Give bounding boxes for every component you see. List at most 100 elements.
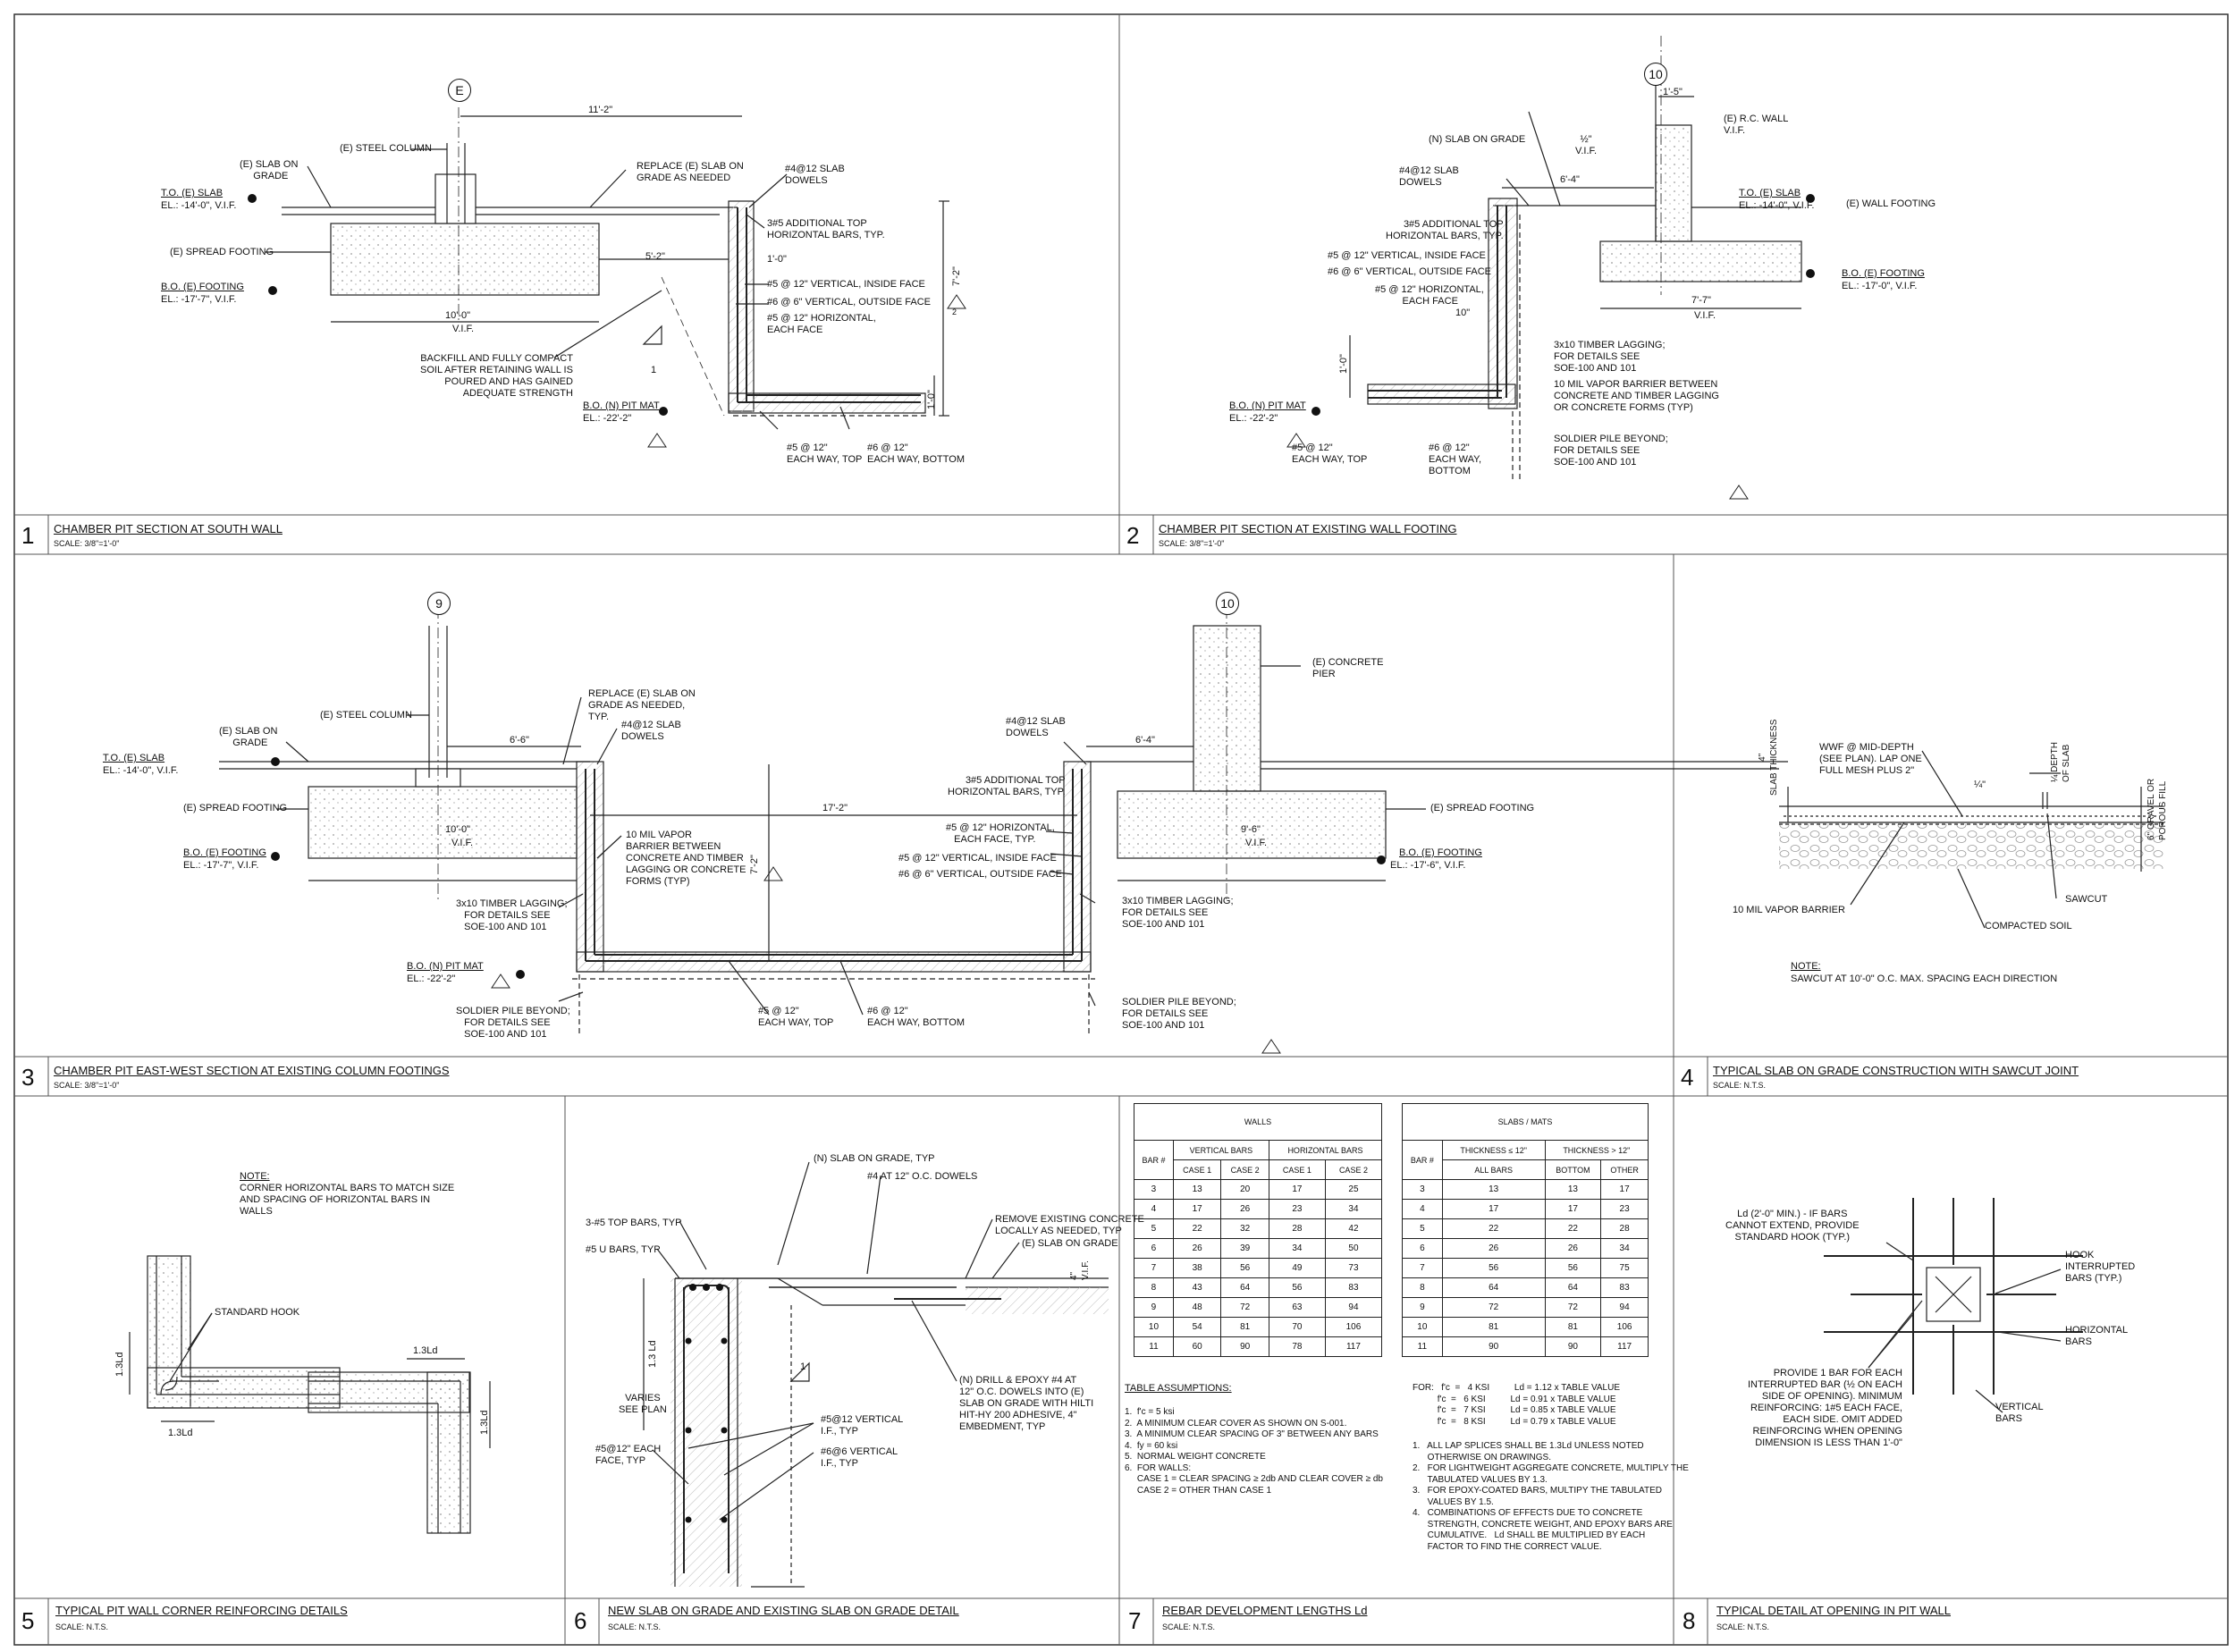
label-standard-hook: STANDARD HOOK [215, 1307, 300, 1318]
label-vapor-barrier: 10 MIL VAPOR BARRIER [1733, 905, 1845, 915]
note-text: CORNER HORIZONTAL BARS TO MATCH SIZE AND… [240, 1183, 455, 1217]
table-cell: 17 [1441, 1199, 1546, 1219]
table-cell: 5 [1402, 1218, 1443, 1239]
label-top-bars: #5 @ 12" EACH WAY, TOP [758, 1006, 834, 1028]
column-header: OTHER [1600, 1159, 1649, 1180]
label-ld-note: Ld (2'-0" MIN.) - IF BARS CANNOT EXTEND,… [1725, 1209, 1860, 1243]
table-cell: 117 [1324, 1336, 1383, 1357]
label-sawcut: SAWCUT [2065, 894, 2108, 905]
table-cell: 28 [1600, 1218, 1649, 1239]
label-u-bars: #5 U BARS, TYP [586, 1244, 661, 1255]
label-slab-on-grade: (E) SLAB ON GRADE [240, 159, 299, 181]
label-vertical-inside: #5 @ 12" VERTICAL, INSIDE FACE [1328, 250, 1486, 261]
table-cell: 90 [1441, 1336, 1546, 1357]
column-header: CASE 2 [1324, 1159, 1383, 1180]
table-cell: 26 [1172, 1238, 1222, 1259]
column-header: CASE 1 [1268, 1159, 1326, 1180]
table-cell: 56 [1544, 1258, 1602, 1278]
label-vapor-barrier: 10 MIL VAPOR BARRIER BETWEEN CONCRETE AN… [626, 830, 746, 887]
dimension-label: 1.3Ld [479, 1410, 490, 1435]
dimension-label: 1.3Ld [114, 1352, 125, 1377]
table-cell: 49 [1268, 1258, 1326, 1278]
column-header: BOTTOM [1544, 1159, 1602, 1180]
label-timber-lagging: 3x10 TIMBER LAGGING; FOR DETAILS SEE SOE… [1122, 896, 1234, 930]
detail-scale: SCALE: N.T.S. [1716, 1622, 1770, 1631]
label-gravel: 6" GRAVEL OR POROUS FILL [2146, 778, 2168, 840]
label-bo-footing: B.O. (E) FOOTING [1842, 268, 1925, 279]
column-header: CASE 1 [1172, 1159, 1222, 1180]
detail-title: CHAMBER PIT SECTION AT EXISTING WALL FOO… [1159, 522, 1457, 535]
table-cell: 39 [1220, 1238, 1269, 1259]
table-cell: 34 [1324, 1199, 1383, 1219]
table-cell: 11 [1402, 1336, 1443, 1357]
label-vif: V.I.F. [451, 838, 474, 848]
label-bo-footing: B.O. (E) FOOTING [183, 847, 266, 858]
label-bottom-bars: #6 @ 12" EACH WAY, BOTTOM [1429, 442, 1482, 476]
table-cell: 10 [1134, 1317, 1174, 1337]
label-compacted-soil: COMPACTED SOIL [1985, 921, 2072, 931]
label-slab-dowels: #4@12 SLAB DOWELS [1399, 165, 1459, 188]
label-bo-pit: B.O. (N) PIT MAT [1229, 400, 1306, 411]
dimension-label: 7'-2" [951, 266, 962, 286]
label-bo-pit-el: EL.: -22'-2" [583, 413, 632, 424]
table-cell: 94 [1600, 1297, 1649, 1318]
label-bo-footing-el: EL.: -17'-0", V.I.F. [1842, 281, 1918, 291]
label-horizontal-bars: HORIZONTAL BARS [2065, 1325, 2129, 1347]
label-concrete-pier: (E) CONCRETE PIER [1312, 657, 1384, 679]
label-wall-footing: (E) WALL FOOTING [1846, 198, 1936, 209]
label-dowels: #4 AT 12" O.C. DOWELS [867, 1171, 978, 1182]
label-vif: V.I.F. [452, 324, 475, 334]
label-drill-epoxy: (N) DRILL & EPOXY #4 AT 12" O.C. DOWELS … [959, 1375, 1094, 1432]
label-vif: V.I.F. [1245, 838, 1268, 848]
label-soldier-pile: SOLDIER PILE BEYOND; FOR DETAILS SEE SOE… [1122, 997, 1236, 1031]
table-cell: 94 [1324, 1297, 1383, 1318]
table-cell: 17 [1600, 1179, 1649, 1200]
detail-title: CHAMBER PIT EAST-WEST SECTION AT EXISTIN… [54, 1064, 450, 1077]
table-cell: 7 [1134, 1258, 1174, 1278]
note-heading: NOTE: [240, 1171, 270, 1182]
label-horizontal-bars: #5 @ 12" HORIZONTAL, EACH FACE [1375, 284, 1484, 307]
dimension-label: 10'-0" [445, 310, 471, 321]
revision-mark: 2 [952, 308, 957, 316]
table-cell: 106 [1600, 1317, 1649, 1337]
label-to-slab-el: EL.: -14'-0", V.I.F. [1739, 200, 1815, 211]
label-existing-slab: (E) SLAB ON GRADE [1022, 1238, 1118, 1249]
table-cell: 5 [1134, 1218, 1174, 1239]
label-spread-footing: (E) SPREAD FOOTING [170, 247, 274, 257]
table-title: WALLS [1134, 1103, 1382, 1141]
table-cell: 64 [1544, 1277, 1602, 1298]
column-header: THICKNESS ≤ 12" [1441, 1140, 1546, 1160]
detail-title: CHAMBER PIT SECTION AT SOUTH WALL [54, 522, 283, 535]
label-slab-thickness: 4" SLAB THICKNESS [1758, 719, 1779, 796]
label-vertical-outside: #6 @ 6" VERTICAL, OUTSIDE FACE [898, 869, 1062, 880]
table-cell: 8 [1402, 1277, 1443, 1298]
table-cell: 20 [1220, 1179, 1269, 1200]
dimension-label: 6'-4" [1560, 174, 1580, 185]
table-cell: 72 [1544, 1297, 1602, 1318]
table-cell: 81 [1220, 1317, 1269, 1337]
development-notes: 1. ALL LAP SPLICES SHALL BE 1.3Ld UNLESS… [1413, 1441, 1689, 1552]
table-cell: 117 [1600, 1336, 1649, 1357]
walls-development-table: WALLS BAR # VERTICAL BARS HORIZONTAL BAR… [1134, 1103, 1383, 1357]
table-cell: 13 [1172, 1179, 1222, 1200]
dimension-label: 1'-0" [767, 254, 787, 265]
dimension-label: 1'-0" [1338, 354, 1349, 374]
label-timber-lagging: 3x10 TIMBER LAGGING; FOR DETAILS SEE SOE… [1554, 340, 1666, 374]
table-cell: 26 [1220, 1199, 1269, 1219]
table-cell: 23 [1268, 1199, 1326, 1219]
detail-title: TYPICAL SLAB ON GRADE CONSTRUCTION WITH … [1713, 1064, 2079, 1077]
table-cell: 56 [1441, 1258, 1546, 1278]
detail-title: NEW SLAB ON GRADE AND EXISTING SLAB ON G… [608, 1604, 959, 1617]
label-rc-wall: (E) R.C. WALL V.I.F. [1724, 114, 1789, 136]
detail-title: TYPICAL PIT WALL CORNER REINFORCING DETA… [55, 1604, 348, 1617]
label-vertical-inside: #5 @ 12" VERTICAL, INSIDE FACE [767, 279, 925, 290]
